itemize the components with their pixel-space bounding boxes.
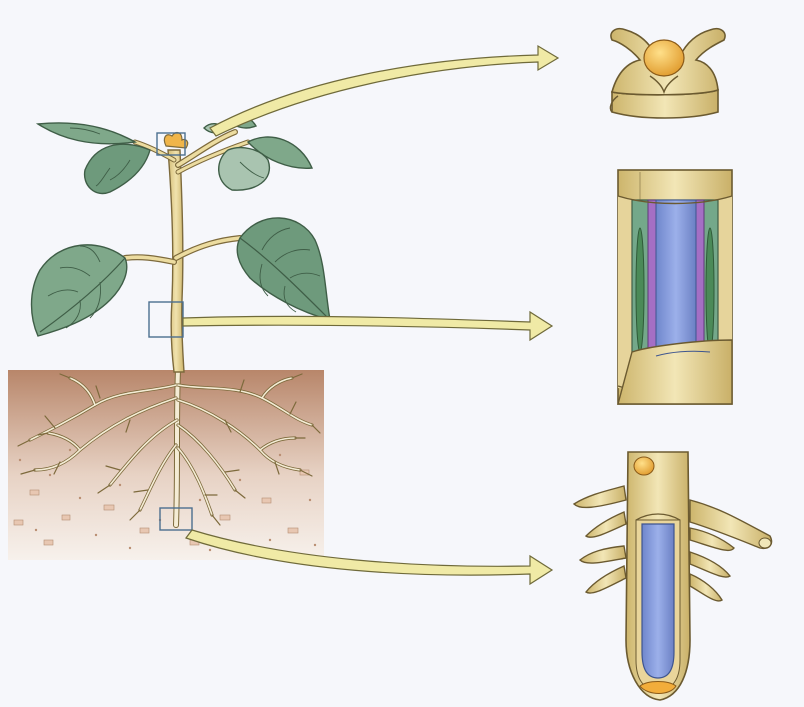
shoot-apex-detail — [610, 29, 725, 118]
meristem-bud — [644, 40, 684, 76]
root-vascular-core — [642, 524, 674, 678]
stem-section-detail — [618, 170, 732, 404]
lateral-root-primordium — [634, 457, 654, 475]
